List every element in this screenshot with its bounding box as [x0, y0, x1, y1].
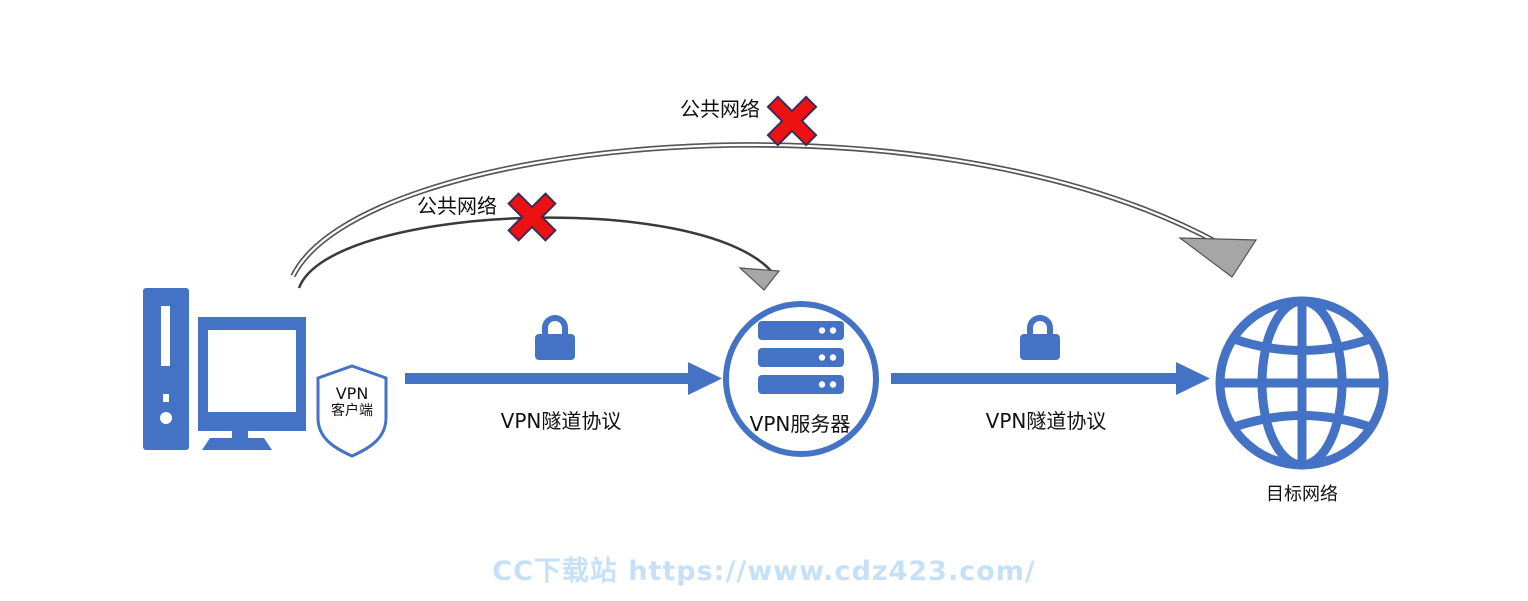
vpn-client-label-line2: 客户端 — [331, 403, 373, 420]
server-rack-icon — [723, 301, 879, 457]
tunnel-label-2: VPN隧道协议 — [985, 409, 1107, 433]
watermark-text: CC下载站 https://www.cdz423.com/ — [492, 556, 1036, 587]
arrowhead-target — [1178, 237, 1258, 278]
target-network-label: 目标网络 — [1266, 484, 1338, 505]
arc-public-to-target — [290, 142, 1258, 278]
vpn-client-label-line1: VPN — [335, 384, 369, 403]
public-network-label-target: 公共网络 — [680, 97, 760, 121]
tunnel-label-1: VPN隧道协议 — [500, 409, 622, 433]
arrowhead-server — [738, 267, 781, 291]
blocked-cross-icon — [766, 95, 818, 147]
shield-icon — [316, 364, 388, 458]
tunnel-arrow-2 — [891, 362, 1210, 395]
blocked-cross-icon — [507, 192, 557, 242]
vpn-server-label: VPN服务器 — [749, 412, 851, 436]
desktop-computer-icon — [143, 288, 306, 450]
computer-tower — [143, 288, 189, 450]
lock-icon — [1020, 315, 1060, 360]
lock-icon — [535, 315, 575, 360]
globe-icon — [1215, 296, 1389, 470]
computer-monitor — [198, 317, 306, 431]
vpn-client-label: VPN 客户端 — [331, 384, 373, 420]
public-network-label-server: 公共网络 — [417, 194, 497, 218]
tunnel-arrow-1 — [405, 362, 722, 395]
